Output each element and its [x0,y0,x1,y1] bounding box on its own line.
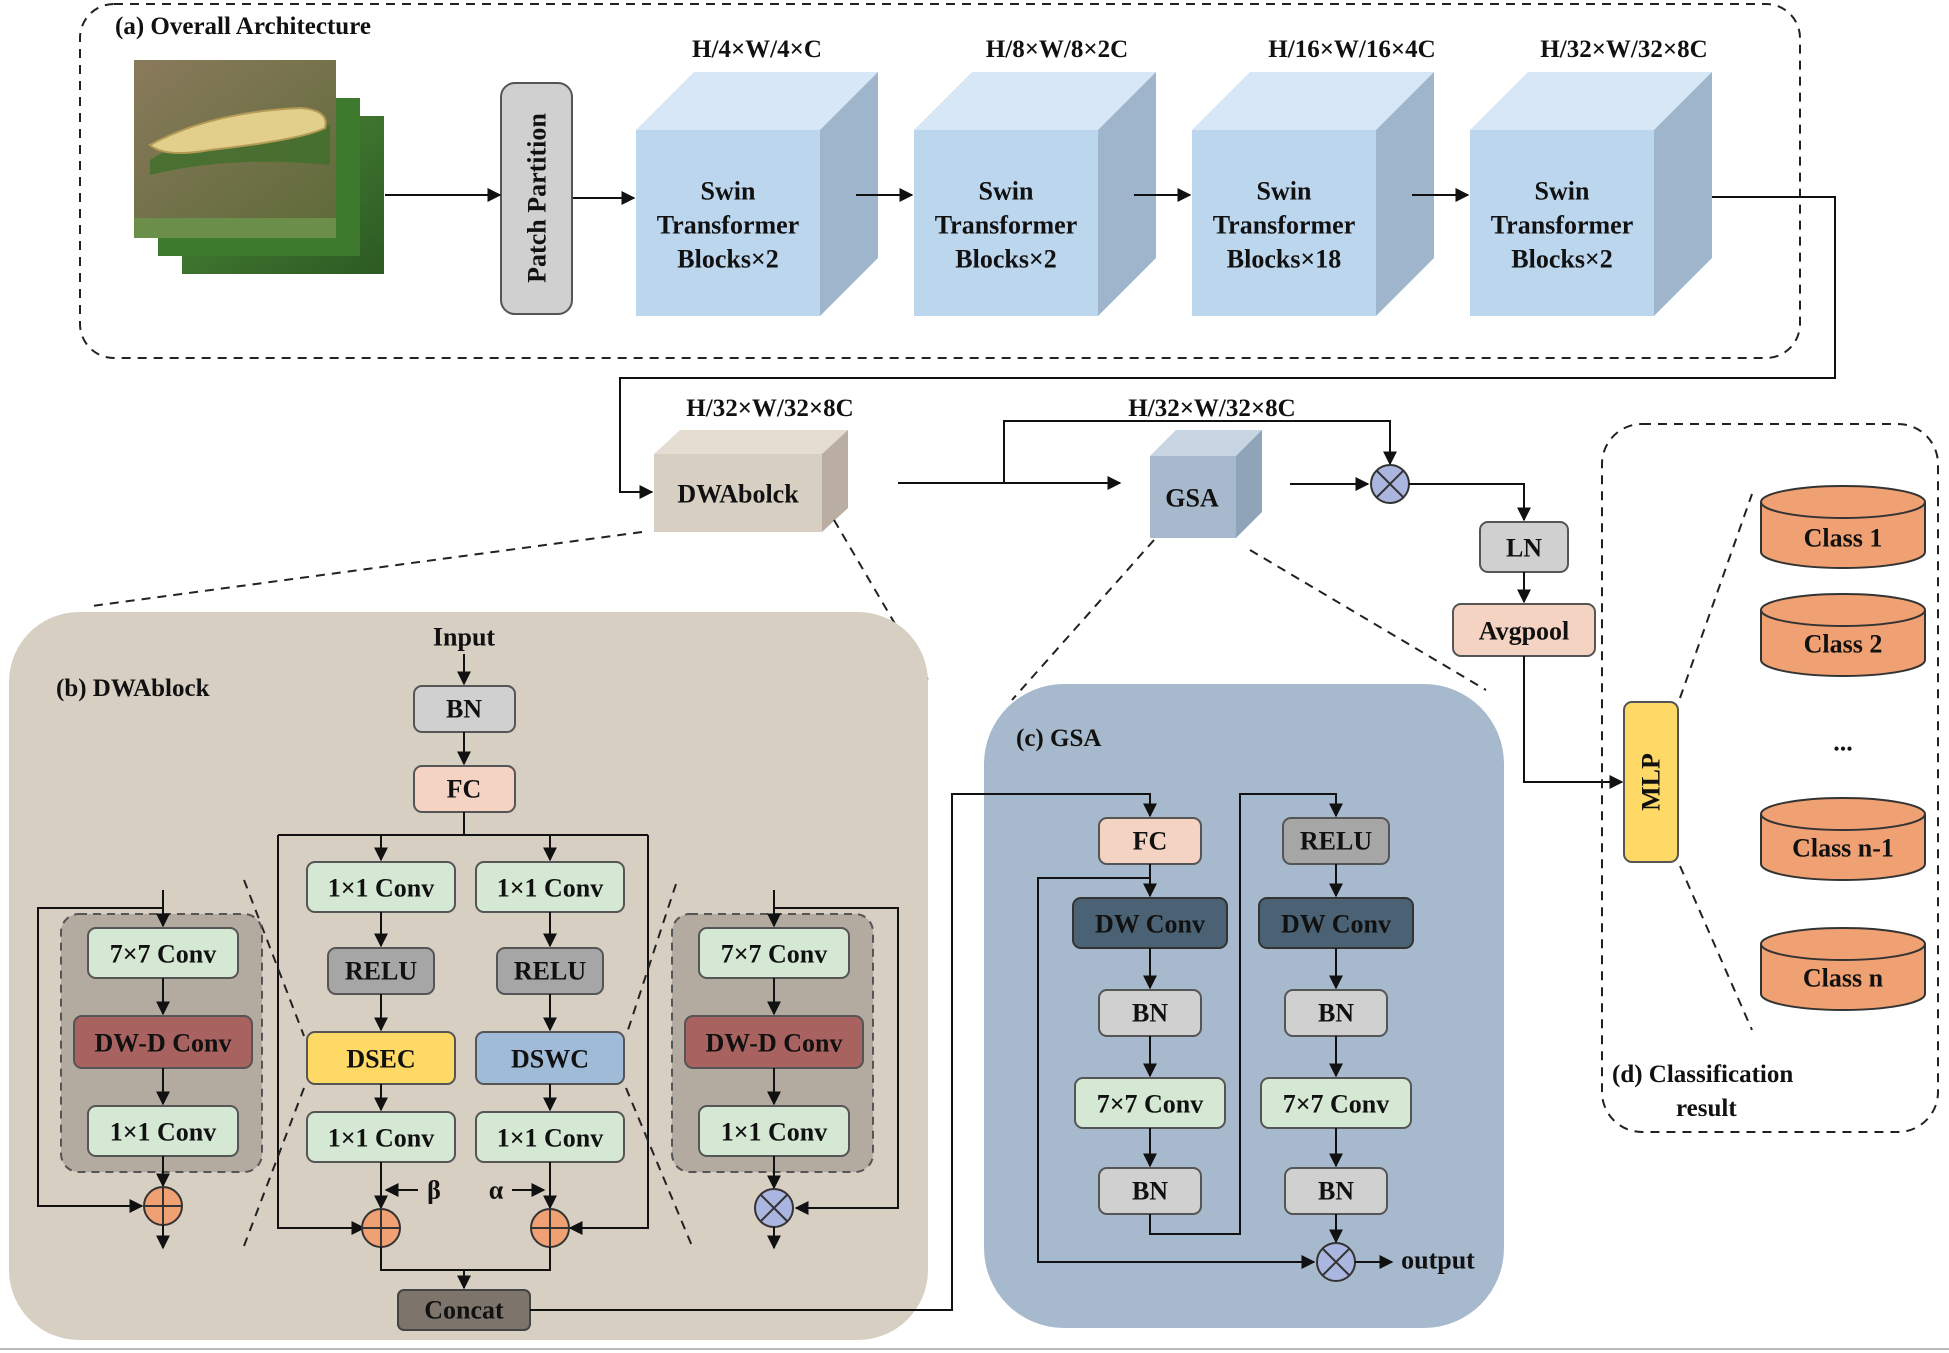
dwa-cube: H/32×W/32×8C DWAbolck [654,395,854,532]
dw-conv-label-c-right: DW Conv [1281,910,1391,939]
stage-line3-1: Blocks×2 [677,245,779,274]
stage-line1-4: Swin [1535,177,1590,206]
stage-line1-3: Swin [1257,177,1312,206]
class-n-cylinder: Class n [1760,927,1926,1011]
larva-image [148,106,327,155]
stage-dims-3: H/16×W/16×4C [1268,36,1435,63]
dw-conv-label-c-left: DW Conv [1095,910,1205,939]
gsa-cube: H/32×W/32×8C GSA [1128,395,1296,538]
dwd-conv-label-dsec: DW-D Conv [95,1029,232,1058]
multiply-node-dswc [754,1188,794,1228]
dwa-label: DWAbolck [677,480,799,509]
input-image-stack [134,60,384,274]
dsec-label: DSEC [346,1045,415,1074]
stage-line2-2: Transformer [935,211,1077,240]
stage-line3-4: Blocks×2 [1511,245,1613,274]
panel-c-title: (c) GSA [1016,725,1101,752]
class-ellipsis: ... [1833,728,1853,757]
bn-label-c-left-2: BN [1132,1177,1168,1206]
ln-label: LN [1506,534,1542,563]
alpha-label: α [489,1176,504,1205]
stage-cube-4: H/32×W/32×8C Swin Transformer Blocks×2 [1470,36,1712,316]
avgpool-label: Avgpool [1479,617,1570,646]
conv1x1-label-dsec: 1×1 Conv [110,1118,217,1147]
fc-label-b: FC [447,775,482,804]
stage-cube-3: H/16×W/16×4C Swin Transformer Blocks×18 [1192,36,1436,316]
class-n-1-cylinder: Class n-1 [1760,797,1926,881]
concat-label: Concat [424,1296,504,1325]
multiply-node-gsa [1316,1242,1356,1282]
add-node-alpha [530,1208,570,1248]
panel-b-title: (b) DWAblock [56,675,210,702]
stage-line2-3: Transformer [1213,211,1355,240]
stage-dims-2: H/8×W/8×2C [986,36,1128,63]
conv7x7-label-c-right: 7×7 Conv [1283,1090,1390,1119]
gsa-label: GSA [1165,484,1219,513]
relu-label-c: RELU [1300,827,1372,856]
class-2-label: Class 2 [1804,630,1883,659]
class-n-1-label: Class n-1 [1792,834,1894,863]
beta-label: β [427,1176,441,1205]
output-label: output [1401,1246,1475,1275]
stage-line2-1: Transformer [657,211,799,240]
conv1x1-label-b-right-top: 1×1 Conv [497,874,604,903]
conv1x1-label-b-left-bottom: 1×1 Conv [328,1124,435,1153]
panel-d-frame [1601,423,1939,1133]
conv1x1-label-dswc: 1×1 Conv [721,1118,828,1147]
panel-a-frame [79,3,1801,359]
dwa-dims: H/32×W/32×8C [686,395,853,422]
input-label: Input [433,623,495,652]
stage-line2-4: Transformer [1491,211,1633,240]
conv1x1-label-b-right-bottom: 1×1 Conv [497,1124,604,1153]
relu-label-b-left: RELU [345,957,417,986]
add-node-dsec [143,1186,183,1226]
stage-line3-2: Blocks×2 [955,245,1057,274]
stage-line1-1: Swin [701,177,756,206]
conv1x1-label-b-left-top: 1×1 Conv [328,874,435,903]
stage-dims-4: H/32×W/32×8C [1540,36,1707,63]
bn-label-c-left-1: BN [1132,999,1168,1028]
patch-partition-label: Patch Partition [523,113,552,283]
relu-label-b-right: RELU [514,957,586,986]
panel-d-title-line1: (d) Classification [1612,1061,1793,1088]
class-1-label: Class 1 [1804,524,1883,553]
conv7x7-label-c-left: 7×7 Conv [1097,1090,1204,1119]
stage-cube-1: H/4×W/4×C Swin Transformer Blocks×2 [636,36,878,316]
stage-dims-1: H/4×W/4×C [692,36,822,63]
stage-line3-3: Blocks×18 [1227,245,1342,274]
mlp-box [1623,701,1679,863]
dswc-label: DSWC [511,1045,589,1074]
class-2-cylinder: Class 2 [1760,593,1926,677]
fc-label-c: FC [1133,827,1168,856]
dwd-conv-label-dswc: DW-D Conv [706,1029,843,1058]
conv7x7-label-dswc: 7×7 Conv [721,940,828,969]
add-node-beta [361,1208,401,1248]
stage-cube-2: H/8×W/8×2C Swin Transformer Blocks×2 [914,36,1156,316]
bn-label-c-right-2: BN [1318,1177,1354,1206]
class-1-cylinder: Class 1 [1760,485,1926,569]
bn-label-b: BN [446,695,482,724]
panel-d-title-line2: result [1676,1095,1737,1122]
panel-c-bg [984,684,1504,1328]
stage-line1-2: Swin [979,177,1034,206]
mlp-label: MLP [1637,753,1666,811]
conv7x7-label-dsec: 7×7 Conv [110,940,217,969]
class-n-label: Class n [1803,964,1884,993]
multiply-node-main [1370,464,1410,504]
panel-a-title: (a) Overall Architecture [115,13,371,40]
gsa-dims: H/32×W/32×8C [1128,395,1295,422]
bn-label-c-right-1: BN [1318,999,1354,1028]
